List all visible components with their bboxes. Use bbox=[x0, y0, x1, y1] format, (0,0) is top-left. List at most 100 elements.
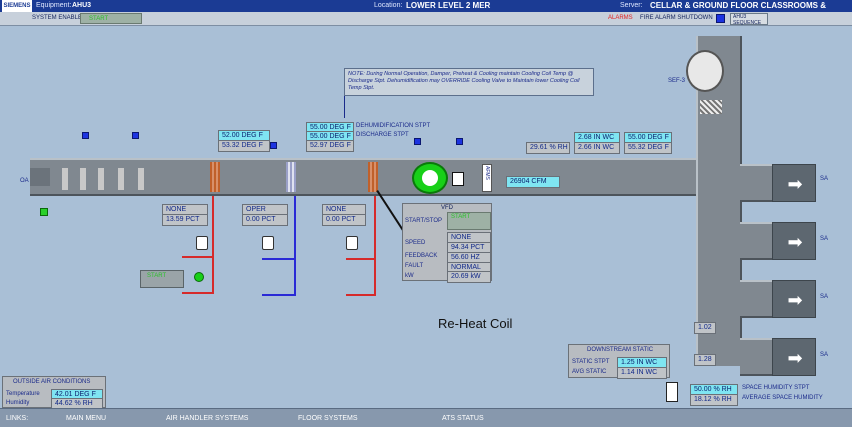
sensor-indicator bbox=[132, 132, 139, 139]
fire-alarm-indicator bbox=[716, 14, 725, 23]
pump-status-box[interactable]: START bbox=[140, 270, 184, 288]
humidity-sensor-icon bbox=[666, 382, 678, 402]
reheat-pipe bbox=[374, 196, 376, 296]
valve-icon[interactable] bbox=[196, 236, 208, 250]
chilled-water-pipe bbox=[262, 258, 294, 260]
chilled-water-pipe bbox=[294, 196, 296, 296]
branch-duct bbox=[740, 222, 772, 260]
system-enable-value[interactable]: START bbox=[80, 13, 142, 24]
fire-alarm-label: FIRE ALARM SHUTDOWN bbox=[640, 15, 713, 21]
rh-value: 29.61 % RH bbox=[526, 142, 570, 154]
sa-label: SA bbox=[820, 352, 829, 358]
outside-air-panel: OUTSIDE AIR CONDITIONS Temperature 42.01… bbox=[2, 376, 106, 410]
sef-label: SEF-3 bbox=[668, 78, 686, 84]
branch-static-value: 1.02 bbox=[694, 322, 716, 334]
valve-icon[interactable] bbox=[262, 236, 274, 250]
hot-water-pipe bbox=[212, 196, 214, 292]
arrow-right-icon: ➡ bbox=[787, 232, 803, 252]
equipment-label: Equipment: bbox=[36, 2, 72, 9]
oa-humidity-label: Humidity bbox=[6, 400, 30, 406]
static-stpt-label: STATIC STPT bbox=[572, 359, 610, 365]
oa-temp-label: Temperature bbox=[6, 391, 40, 397]
damper-blade bbox=[138, 168, 144, 190]
links-label: LINKS: bbox=[6, 415, 29, 422]
damper-blade bbox=[98, 168, 104, 190]
oa-label: OA bbox=[20, 178, 29, 184]
pump-status-value: START bbox=[147, 273, 167, 279]
damper-blade bbox=[80, 168, 86, 190]
vfd-panel: VFD START/STOP START SPEED NONE 94.34 PC… bbox=[402, 203, 492, 283]
fan-icon[interactable] bbox=[412, 162, 448, 194]
arrow-right-icon: ➡ bbox=[787, 290, 803, 310]
sa-label: SA bbox=[820, 236, 829, 242]
system-enable-label: SYSTEM ENABLE bbox=[32, 15, 83, 21]
hot-water-pipe bbox=[182, 256, 212, 258]
sensor-indicator bbox=[456, 138, 463, 145]
branch-duct bbox=[740, 280, 772, 318]
average-humidity-label: AVERAGE SPACE HUMIDITY bbox=[742, 395, 823, 401]
avg-static-label: AVG STATIC bbox=[572, 369, 607, 375]
supply-outlet: ➡ bbox=[772, 222, 816, 260]
link-main-menu[interactable]: MAIN MENU bbox=[66, 415, 107, 422]
vfd-kw-label: kW bbox=[405, 273, 414, 279]
coil-temp-value: 52.97 DEG F bbox=[306, 140, 354, 152]
afms-station bbox=[482, 164, 492, 192]
sa-label: SA bbox=[820, 176, 829, 182]
preheat-temp: 53.32 DEG F bbox=[218, 140, 270, 152]
damper-pct: 13.59 PCT bbox=[162, 214, 208, 226]
branch-duct bbox=[740, 338, 772, 376]
location-label: Location: bbox=[374, 2, 403, 9]
vfd-title: VFD bbox=[441, 205, 453, 211]
chilled-water-pipe bbox=[262, 294, 296, 296]
vfd-fault-label: FAULT bbox=[405, 263, 424, 269]
reheat-pipe bbox=[346, 294, 376, 296]
branch-duct bbox=[740, 164, 772, 202]
exhaust-fan-icon bbox=[686, 50, 724, 92]
exhaust-damper bbox=[700, 100, 722, 114]
supply-outlet: ➡ bbox=[772, 164, 816, 202]
operation-note: NOTE: During Normal Operation, Damper, P… bbox=[344, 68, 594, 96]
supply-outlet: ➡ bbox=[772, 338, 816, 376]
note-pointer bbox=[344, 96, 345, 118]
vfd-kw-value: 20.69 kW bbox=[447, 271, 491, 283]
sensor-indicator bbox=[270, 142, 277, 149]
downstream-static-panel: DOWNSTREAM STATIC STATIC STPT 1.25 IN WC… bbox=[568, 344, 670, 379]
equipment-value: AHU3 bbox=[72, 2, 92, 9]
oa-status-indicator bbox=[40, 208, 48, 216]
vfd-icon bbox=[452, 172, 464, 186]
duct-opening bbox=[30, 168, 50, 186]
pump-icon[interactable] bbox=[194, 272, 204, 282]
arrow-right-icon: ➡ bbox=[787, 348, 803, 368]
siemens-logo: SIEMENS bbox=[2, 0, 32, 12]
location-value: LOWER LEVEL 2 MER bbox=[406, 1, 491, 10]
vfd-start-stop-label: START/STOP bbox=[405, 218, 443, 224]
links-bar: LINKS: MAIN MENU AIR HANDLER SYSTEMS FLO… bbox=[0, 408, 852, 427]
status-bar: SYSTEM ENABLE START ALARMS FIRE ALARM SH… bbox=[0, 12, 852, 26]
cfm-value: 26904 CFM bbox=[506, 176, 560, 188]
sequence-button[interactable]: AHU3 SEQUENCE bbox=[730, 13, 768, 26]
link-floor-systems[interactable]: FLOOR SYSTEMS bbox=[298, 415, 358, 422]
avg-static-value: 1.14 IN WC bbox=[617, 367, 667, 379]
outside-air-title: OUTSIDE AIR CONDITIONS bbox=[13, 379, 91, 385]
cooling-coil bbox=[286, 162, 296, 192]
vfd-start-stop-value[interactable]: START bbox=[447, 212, 491, 230]
reheat-coil bbox=[368, 162, 378, 192]
afms-label: AFMS bbox=[484, 166, 490, 180]
dehum-stpt-label: DEHUMIDIFICATION STPT bbox=[356, 123, 431, 129]
downstream-static-title: DOWNSTREAM STATIC bbox=[587, 347, 654, 353]
discharge-stpt-label: DISCHARGE STPT bbox=[356, 132, 409, 138]
reheat-coil-callout: Re-Heat Coil bbox=[438, 316, 513, 331]
arrow-right-icon: ➡ bbox=[787, 174, 803, 194]
average-humidity-value: 18.12 % RH bbox=[690, 394, 738, 406]
valve-icon[interactable] bbox=[346, 236, 358, 250]
damper-blade bbox=[62, 168, 68, 190]
link-ats-status[interactable]: ATS STATUS bbox=[442, 415, 484, 422]
link-air-handler-systems[interactable]: AIR HANDLER SYSTEMS bbox=[166, 415, 249, 422]
alarms-label: ALARMS bbox=[608, 15, 633, 21]
hot-water-pipe bbox=[182, 292, 214, 294]
sensor-indicator bbox=[414, 138, 421, 145]
supply-outlet: ➡ bbox=[772, 280, 816, 318]
vfd-feedback-label: FEEDBACK bbox=[405, 253, 438, 259]
reheat-pipe bbox=[346, 258, 374, 260]
preheat-coil bbox=[210, 162, 220, 192]
